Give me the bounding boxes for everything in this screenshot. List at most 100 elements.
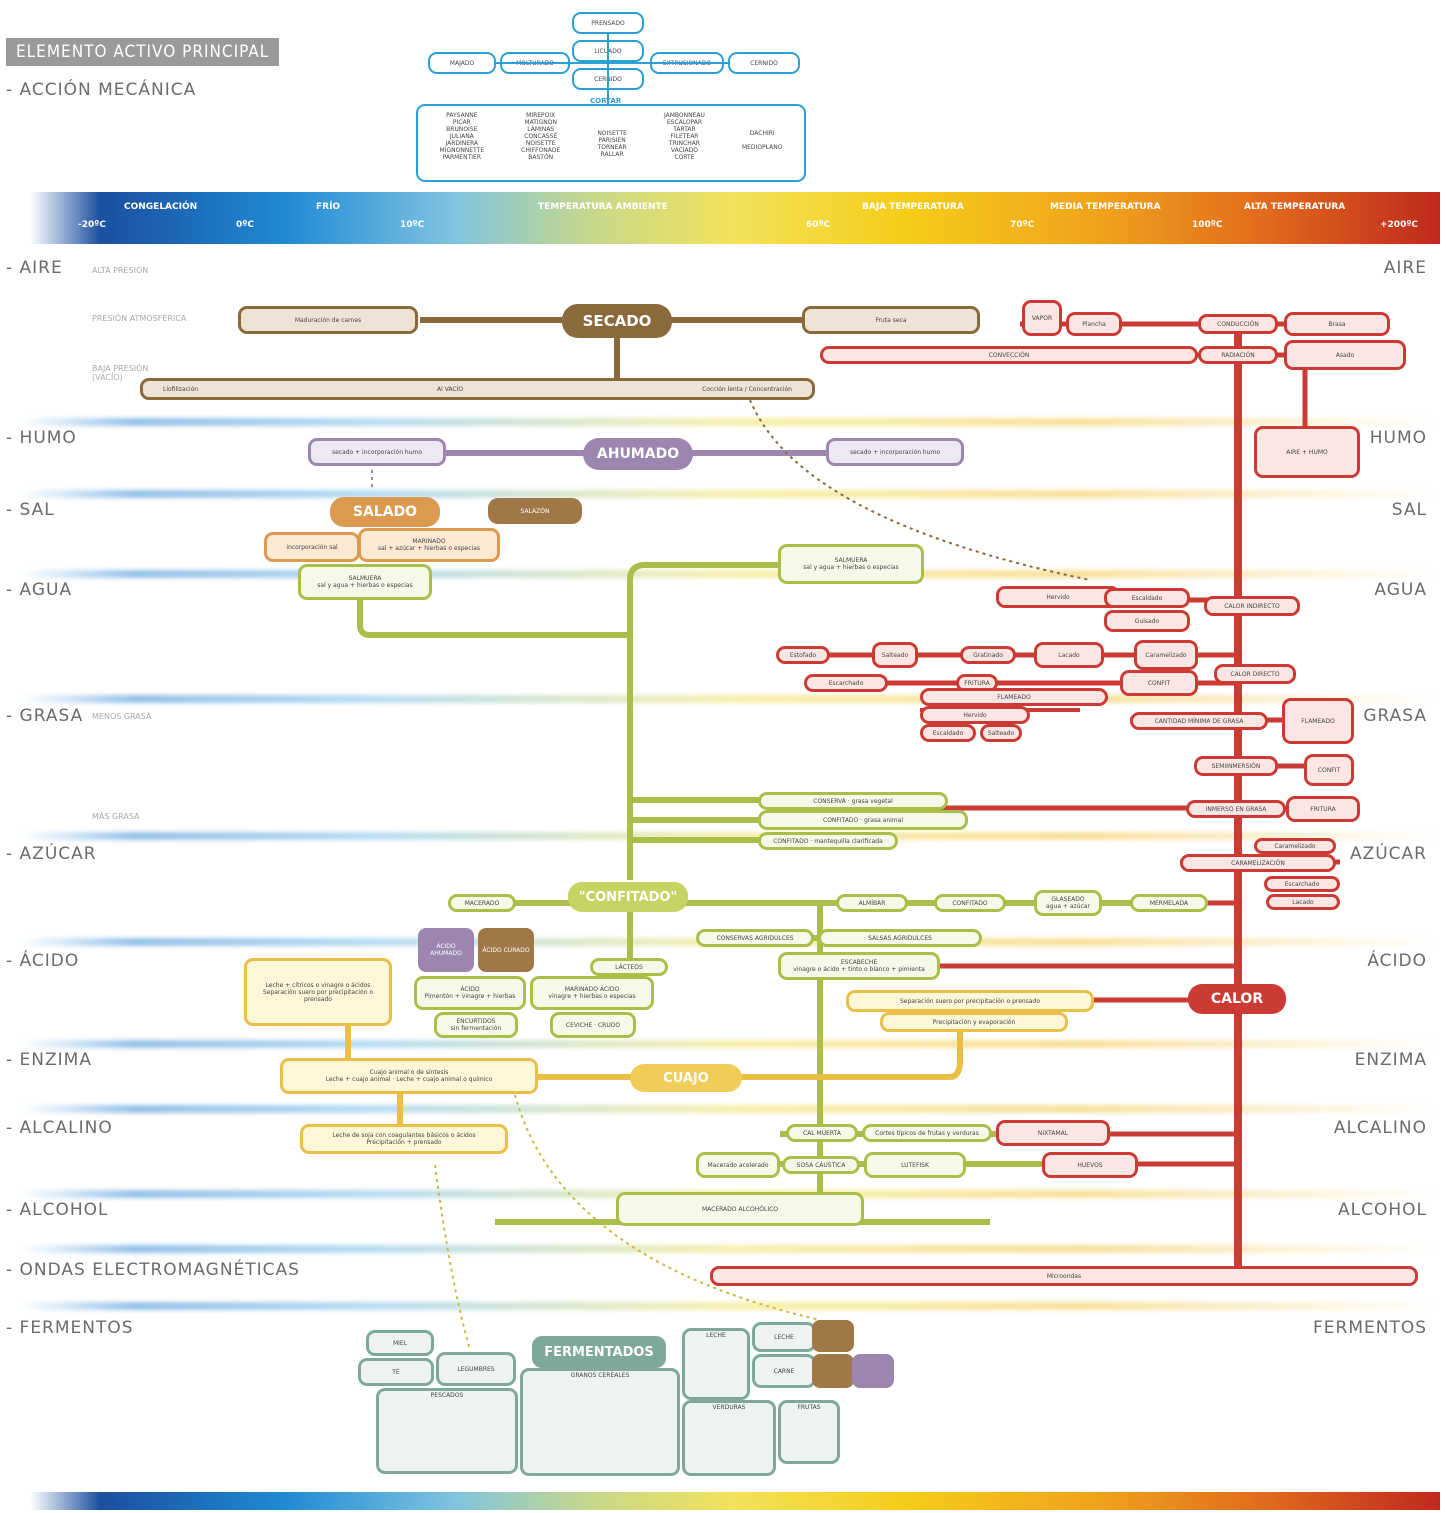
red-side-box: CONFIT [1120, 670, 1198, 696]
ahumado-left-box: secado + incorporación humo [308, 438, 446, 466]
temp-label-baja: BAJA TEMPERATURA [862, 202, 964, 212]
temp-tick: -20ºC [78, 220, 106, 230]
estofado-box: Estofado [776, 646, 830, 664]
salado-node: SALADO [330, 497, 440, 527]
row-band [20, 418, 1440, 426]
ahumado-right-box: secado + incorporación humo [826, 438, 964, 466]
inmerso-box: INMERSO EN GRASA [1186, 800, 1286, 818]
salsas-agridulces-box: SALSAS AGRIDULCES [818, 929, 982, 947]
row-label-azucar: - AZÚCAR [6, 844, 97, 864]
te-box: TÉ [358, 1358, 434, 1386]
temp-tick: 100ºC [1192, 220, 1223, 230]
conserva-box: CONSERVA · grasa vegetal [758, 792, 948, 810]
conservas-agridulces-box: CONSERVAS AGRIDULCES [696, 929, 814, 947]
marinado-acido-box: MARINADO ÁCIDO vinagre + hierbas o espec… [530, 976, 654, 1010]
grasa-side-box: FLAMEADO [1282, 698, 1354, 744]
verduras-box: VERDURAS [682, 1400, 776, 1476]
hervido-box: Hervido [996, 586, 1120, 608]
row-label-alcalino-right: ALCALINO [1333, 1118, 1427, 1138]
miel-box: MIEL [366, 1330, 434, 1356]
row-label-acido: - ÁCIDO [6, 951, 80, 971]
incorporacion-sal-box: incorporación sal [264, 532, 360, 562]
row-label-fermentos-right: FERMENTOS [1312, 1318, 1427, 1338]
cortar-label: CORTAR [590, 97, 622, 105]
cuajo-animal-box: Cuajo animal o de síntesis Leche + cuajo… [280, 1058, 538, 1094]
salazon-box: SALAZÓN [488, 498, 582, 524]
huevos-box: HUEVOS [1042, 1152, 1138, 1178]
coccion-label: Cocción lenta / Concentración [702, 385, 792, 393]
lacteos-box: LÁCTEOS [590, 958, 668, 976]
asado-box: Asado [1284, 340, 1406, 370]
macerado-box: MACERADO [448, 894, 516, 912]
fritura-box: FRITURA [1286, 796, 1360, 822]
liofilizacion-label: Liofilización [163, 385, 199, 393]
temp-tick: +200ºC [1380, 220, 1419, 230]
radiacion-box: RADIACIÓN [1198, 346, 1278, 364]
row-label-enzima: - ENZIMA [6, 1050, 92, 1070]
row-label-ondas: - ONDAS ELECTROMAGNÉTICAS [6, 1260, 300, 1280]
confitado-mantequilla-box: CONFITADO · mantequilla clarificada [758, 832, 898, 850]
temp-tick: 60ºC [806, 220, 831, 230]
maduracion-box: Maduración de carnes [238, 306, 418, 334]
pescados-box: PESCADOS [376, 1388, 518, 1474]
macerado-alcoholico-box: MACERADO ALCOHÓLICO [616, 1192, 864, 1226]
escabeche-box: ESCABECHE vinagre o ácido + tinto o blan… [778, 952, 940, 980]
leche-box: LECHE [682, 1328, 750, 1400]
row-label-agua-right: AGUA [1374, 580, 1427, 600]
cut-column-1: PAYSANNE PICAR BRUNOISE JULIANA JARDINER… [439, 112, 485, 161]
row-label-agua: - AGUA [6, 580, 73, 600]
cernido-box: CERNIDO [728, 52, 800, 74]
conveccion-box: CONVECCIÓN [820, 346, 1198, 364]
fermentados-node: FERMENTADOS [532, 1336, 666, 1368]
row-label-humo-right: HUMO [1369, 428, 1427, 448]
semi-side-box: CONFIT [1304, 754, 1354, 786]
row-label-grasa: - GRASA [6, 706, 84, 726]
carne-curado-tag [812, 1354, 854, 1388]
header-title: ELEMENTO ACTIVO PRINCIPAL [6, 38, 280, 66]
vapor-box: VAPOR [1022, 300, 1062, 336]
conduccion-box: CONDUCCIÓN [1198, 314, 1278, 334]
caramelizacion-box: CARAMELIZACIÓN [1180, 854, 1336, 872]
red-row-box: FLAMEADO [920, 688, 1108, 706]
row-band [20, 1302, 1440, 1310]
row-label-sal-right: SAL [1391, 500, 1427, 520]
cut-column-2: MIREPOIX MATIGNON LÁMINAS CONCASSÉ NOISE… [521, 112, 561, 161]
macerado-alcalino-box: Macerado acelerado [696, 1152, 780, 1178]
legumbres-box: LEGUMBRES [436, 1352, 516, 1386]
cut-column-3: NOISETTE PARISIEN TORNEAR RALLAR [597, 130, 627, 158]
guisado-box: Guisado [1104, 610, 1190, 632]
row-band [20, 570, 1440, 578]
confitado-grasa-box: CONFITADO · grasa animal [758, 810, 968, 830]
row-band [20, 695, 1440, 703]
calor-node: CALOR [1188, 984, 1286, 1014]
calor-indirecto-box: CALOR INDIRECTO [1204, 596, 1300, 616]
confitado-node: "CONFITADO" [568, 882, 688, 912]
red-row-box-4: Salteado [980, 724, 1022, 742]
cal-muerta-box: CAL MUERTA [786, 1124, 858, 1142]
temp-tick: 0ºC [236, 220, 254, 230]
row-label-sal: - SAL [6, 500, 55, 520]
vacio-label: Al VACÍO [437, 385, 464, 393]
semiinmersion-box: SEMIINMERSIÓN [1194, 756, 1278, 776]
red-row-box-2: Hervido [920, 706, 1030, 724]
row-label-enzima-right: ENZIMA [1354, 1050, 1427, 1070]
nixtamal-box: NIXTAMAL [996, 1120, 1110, 1146]
red-row-box-3: Escaldado [920, 724, 976, 742]
microondas-box: Microondas [710, 1266, 1418, 1286]
temp-tick: 70ºC [1010, 220, 1035, 230]
ahumado-node: AHUMADO [583, 438, 693, 470]
sublabel-alta-presion: ALTA PRESIÓN [92, 266, 149, 275]
mermelada-box: MERMELADA [1130, 894, 1208, 912]
row-label-alcohol-right: ALCOHOL [1338, 1200, 1427, 1220]
precipitacion-evaporacion-box: Precipitación y evaporación [880, 1012, 1068, 1032]
cal-text-box: Cortes típicos de frutas y verduras [862, 1124, 992, 1142]
lutefisk-box: LUTEFISK [864, 1152, 966, 1178]
escarchado-box: Escarchado [804, 674, 888, 692]
leche-curado-tag [812, 1320, 854, 1352]
row-label-aire: - AIRE [6, 258, 63, 278]
sublabel-presion-atm: PRESIÓN ATMOSFÉRICA [92, 314, 187, 323]
temp-label-congelacion: CONGELACIÓN [124, 202, 198, 212]
cuajo-node: CUAJO [630, 1064, 742, 1092]
temp-label-ambiente: TEMPERATURA AMBIENTE [538, 202, 668, 212]
row-band [20, 832, 1440, 840]
